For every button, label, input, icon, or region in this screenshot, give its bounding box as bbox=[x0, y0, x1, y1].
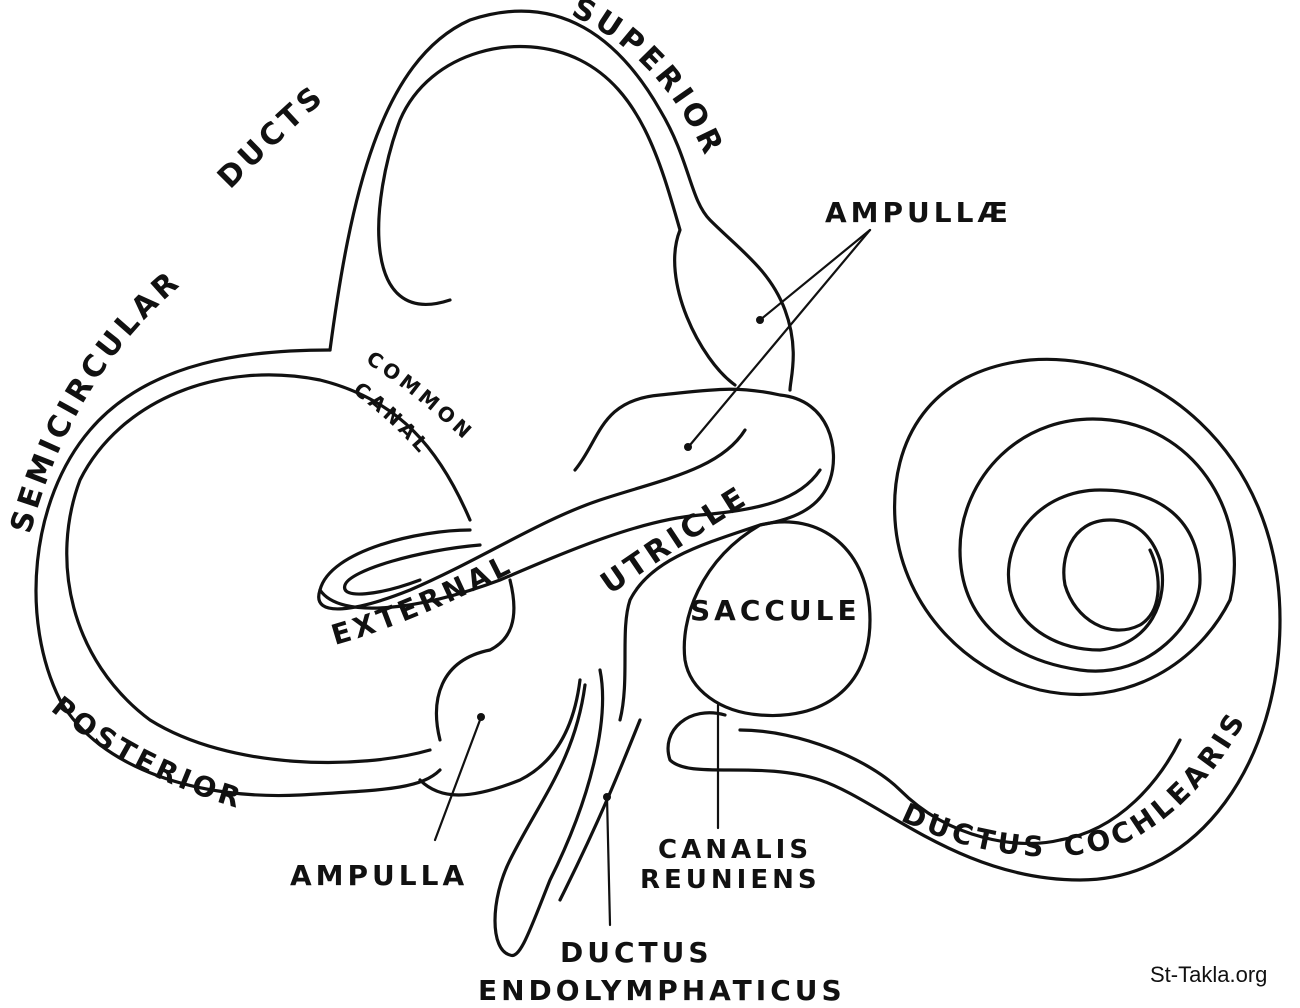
leader-lines bbox=[433, 228, 872, 927]
ductus-endolymphaticus bbox=[493, 668, 642, 958]
label-utricle: UTRICLE bbox=[595, 479, 755, 602]
label-external: EXTERNAL bbox=[327, 547, 518, 652]
label-ducts: DUCTS bbox=[211, 78, 332, 196]
watermark: St-Takla.org bbox=[1150, 962, 1267, 987]
label-ductus-endolymphaticus-2: ENDOLYMPHATICUS bbox=[478, 974, 846, 1007]
label-ampulla: AMPULLA bbox=[290, 859, 468, 892]
label-reuniens: REUNIENS bbox=[640, 865, 821, 895]
label-posterior: POSTERIOR bbox=[45, 690, 248, 816]
label-ampullae: AMPULLÆ bbox=[825, 196, 1012, 229]
posterior-duct bbox=[34, 348, 472, 798]
label-canalis: CANALIS bbox=[658, 835, 812, 865]
label-ductus-endolymphaticus-1: DUCTUS bbox=[560, 936, 713, 969]
leader-ductus-endolymphaticus bbox=[605, 795, 612, 927]
leader-ampullae-2 bbox=[688, 228, 872, 447]
ductus-cochlearis bbox=[666, 357, 1282, 882]
leader-ampullae-1 bbox=[758, 228, 872, 322]
label-saccule: SACCULE bbox=[690, 594, 861, 627]
superior-duct bbox=[328, 9, 795, 392]
marker-ampullae-2 bbox=[684, 443, 692, 451]
marker-ampullae-1 bbox=[756, 316, 764, 324]
external-duct bbox=[317, 428, 822, 611]
marker-ductus-endolymphaticus bbox=[603, 793, 611, 801]
leader-ampulla bbox=[433, 718, 482, 842]
utricle bbox=[418, 387, 836, 797]
labels: SEMICIRCULAR DUCTS SUPERIOR AMPULLÆ COMM… bbox=[4, 0, 1253, 1007]
saccule bbox=[682, 520, 872, 718]
marker-ampulla bbox=[477, 713, 485, 721]
